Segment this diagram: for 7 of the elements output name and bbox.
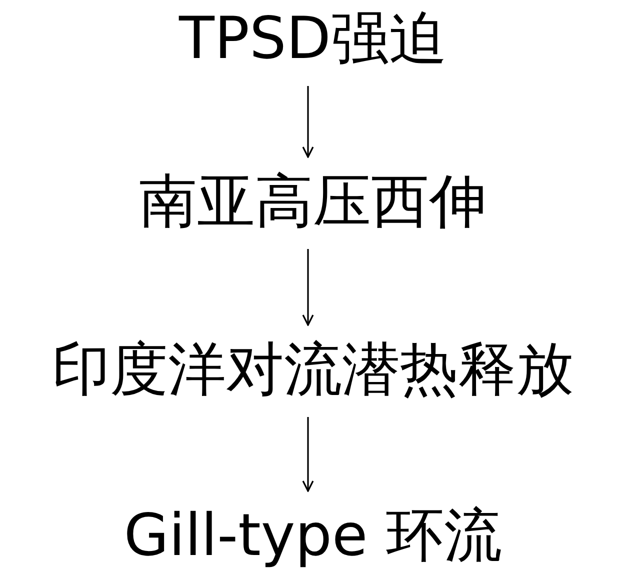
node-text: 南亚高压西伸 — [139, 167, 487, 235]
node-text: 印度洋对流潜热释放 — [52, 335, 574, 403]
arrow — [302, 417, 314, 492]
arrow — [302, 86, 314, 158]
node-text: Gill-type 环流 — [124, 501, 502, 569]
arrow — [302, 249, 314, 326]
node-text: TPSD强迫 — [179, 4, 447, 72]
